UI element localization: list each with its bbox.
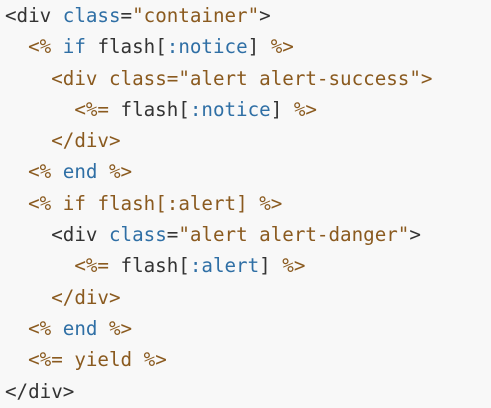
code-line: </div> bbox=[5, 125, 491, 156]
code-line: <div class="alert alert-danger"> bbox=[5, 219, 491, 250]
code-token: = bbox=[166, 66, 179, 90]
code-token: :alert bbox=[166, 191, 237, 215]
code-line: <%= yield %> bbox=[5, 344, 491, 375]
code-line: <div class="container"> bbox=[5, 0, 491, 31]
code-token: <div bbox=[51, 66, 109, 90]
code-token bbox=[97, 317, 109, 340]
code-token bbox=[5, 160, 28, 183]
code-token bbox=[5, 192, 28, 215]
code-token: "alert alert-success" bbox=[178, 66, 421, 90]
code-token: <div bbox=[51, 223, 109, 247]
code-token: %> bbox=[109, 316, 133, 340]
code-token: "container" bbox=[132, 4, 260, 27]
code-token: = bbox=[120, 4, 133, 27]
code-token bbox=[5, 317, 28, 340]
code-line: <% end %> bbox=[5, 156, 491, 187]
code-token: if bbox=[62, 35, 86, 59]
code-token bbox=[5, 67, 51, 90]
code-token: if bbox=[62, 191, 86, 215]
code-token bbox=[5, 223, 51, 246]
code-token: ] bbox=[259, 254, 283, 278]
code-token: </div> bbox=[51, 129, 121, 153]
code-token: flash[ bbox=[85, 191, 167, 215]
code-line: <div class="alert alert-success"> bbox=[5, 63, 491, 94]
code-token: ] bbox=[247, 35, 271, 59]
code-token: <% bbox=[28, 160, 52, 184]
code-token: > bbox=[259, 4, 271, 27]
code-token: "alert alert-danger" bbox=[178, 223, 410, 247]
code-token bbox=[5, 98, 74, 121]
code-token: yield bbox=[62, 348, 144, 372]
code-token bbox=[51, 35, 63, 58]
code-token: <% bbox=[28, 316, 52, 340]
code-token: <div bbox=[5, 4, 63, 27]
code-token: class bbox=[62, 4, 121, 27]
code-token: <%= bbox=[74, 254, 109, 278]
code-token: class bbox=[108, 66, 167, 90]
code-token bbox=[5, 286, 51, 309]
code-line: </div> bbox=[5, 282, 491, 313]
code-token: :alert bbox=[189, 254, 260, 278]
code-token: end bbox=[62, 316, 98, 340]
code-line: </div> bbox=[5, 376, 491, 407]
code-token: class bbox=[108, 223, 167, 247]
code-token: flash[ bbox=[108, 254, 190, 278]
code-token: %> bbox=[109, 160, 133, 184]
code-token: %> bbox=[259, 191, 283, 215]
code-line: <% end %> bbox=[5, 313, 491, 344]
code-token: <% bbox=[28, 35, 52, 59]
code-token: flash[ bbox=[85, 35, 167, 59]
code-token: flash[ bbox=[108, 97, 190, 121]
code-token bbox=[51, 317, 63, 340]
code-token: </div> bbox=[5, 379, 75, 403]
code-token: ] bbox=[270, 97, 294, 121]
code-token: %> bbox=[293, 97, 317, 121]
code-token bbox=[51, 192, 63, 215]
code-token: <%= bbox=[74, 97, 109, 121]
code-token: %> bbox=[143, 348, 167, 372]
code-token: = bbox=[166, 223, 179, 247]
code-token: end bbox=[62, 160, 98, 184]
code-token: > bbox=[420, 66, 433, 90]
code-token: %> bbox=[282, 254, 306, 278]
code-line: <%= flash[:alert] %> bbox=[5, 250, 491, 281]
code-token bbox=[5, 129, 51, 152]
code-token bbox=[97, 160, 109, 183]
code-token: <%= bbox=[28, 348, 63, 372]
code-token bbox=[51, 160, 63, 183]
code-token: <% bbox=[28, 191, 52, 215]
code-token: ] bbox=[236, 191, 260, 215]
code-token bbox=[5, 254, 74, 277]
code-token: %> bbox=[270, 35, 294, 59]
code-token bbox=[5, 348, 28, 371]
code-line: <% if flash[:notice] %> bbox=[5, 31, 491, 62]
code-token: </div> bbox=[51, 285, 121, 309]
code-token: :notice bbox=[166, 35, 248, 59]
code-line: <% if flash[:alert] %> bbox=[5, 188, 491, 219]
code-token: :notice bbox=[189, 97, 271, 121]
code-line: <%= flash[:notice] %> bbox=[5, 94, 491, 125]
code-token bbox=[5, 35, 28, 58]
code-token: > bbox=[409, 223, 421, 247]
